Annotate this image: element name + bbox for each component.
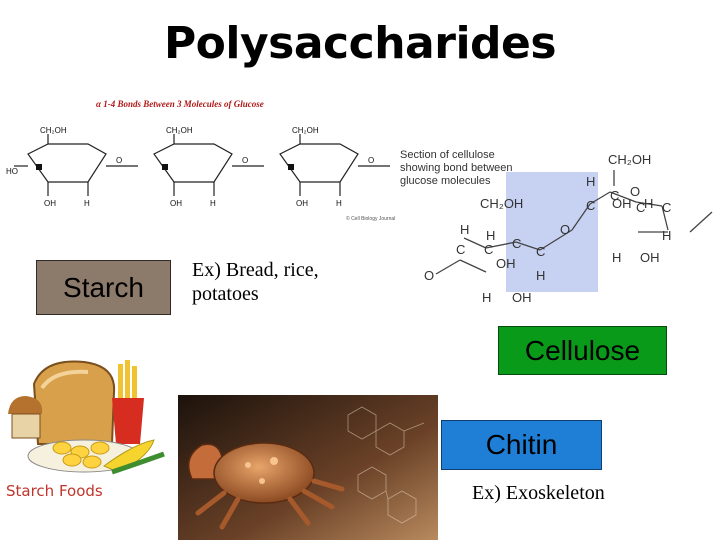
ring2-oh: OH xyxy=(170,199,182,208)
glucose-ring-2 xyxy=(153,134,264,196)
glucose-ring-3 xyxy=(279,134,390,196)
svg-text:C: C xyxy=(536,244,545,259)
svg-text:H: H xyxy=(662,228,671,243)
glucose-chain-diagram: CH₂OH CH₂OH CH₂OH O O O HO OH OH OH H H … xyxy=(6,126,395,222)
cell-o-1: O xyxy=(424,268,434,283)
ring3-oh: OH xyxy=(296,199,308,208)
ring1-h: H xyxy=(84,199,90,208)
cellulose-caption-2: showing bond between xyxy=(400,162,513,174)
svg-text:H: H xyxy=(482,290,491,305)
svg-text:H: H xyxy=(536,268,545,283)
ring1-ch2oh: CH₂OH xyxy=(40,126,67,135)
svg-text:C: C xyxy=(636,200,645,215)
cellulose-caption-3: glucose molecules xyxy=(400,175,491,187)
cellulose-structure-diagram: Section of cellulose showing bond betwee… xyxy=(400,149,713,305)
cellulose-caption-1: Section of cellulose xyxy=(400,149,495,161)
svg-text:C: C xyxy=(456,242,465,257)
svg-text:O: O xyxy=(560,222,570,237)
starch-foods-label: Starch Foods xyxy=(6,482,103,500)
svg-text:C: C xyxy=(610,188,619,203)
starch-example: Ex) Bread, rice, potatoes xyxy=(192,258,319,306)
glucose-diagram-caption: α 1-4 Bonds Between 3 Molecules of Gluco… xyxy=(96,99,264,109)
starch-example-line-2: potatoes xyxy=(192,283,259,305)
svg-text:C: C xyxy=(512,236,521,251)
end-o: O xyxy=(368,156,374,165)
bridge-o-2: O xyxy=(242,156,248,165)
ring3-h: H xyxy=(336,199,342,208)
muffin-icon xyxy=(8,396,43,439)
svg-text:C: C xyxy=(586,198,595,213)
ring2-h: H xyxy=(210,199,216,208)
bread-loaf-icon xyxy=(32,360,116,445)
starch-example-line-1: Ex) Bread, rice, xyxy=(192,259,319,281)
svg-text:C: C xyxy=(662,200,671,215)
fries-icon xyxy=(112,360,144,444)
svg-text:OH: OH xyxy=(512,290,532,305)
starch-label-box: Starch xyxy=(36,260,171,315)
cellulose-bond-highlight xyxy=(506,172,598,292)
crab-photo xyxy=(178,395,438,540)
cellulose-ch2oh-top: CH₂OH xyxy=(608,152,651,167)
svg-text:C: C xyxy=(484,242,493,257)
glucose-ring-1 xyxy=(14,134,138,196)
molecule-sketch-overlay xyxy=(347,406,425,524)
crab-body xyxy=(187,442,345,530)
svg-text:H: H xyxy=(486,228,495,243)
svg-text:H: H xyxy=(460,222,469,237)
chitin-example: Ex) Exoskeleton xyxy=(472,482,605,504)
svg-text:O: O xyxy=(630,184,640,199)
svg-text:H: H xyxy=(644,196,653,211)
cellulose-ch2oh-mid: CH₂OH xyxy=(480,196,523,211)
slide-title: Polysaccharides xyxy=(163,18,557,69)
starch-foods-illustration xyxy=(4,348,176,504)
svg-text:H: H xyxy=(586,174,595,189)
svg-text:OH: OH xyxy=(496,256,516,271)
corn-icon xyxy=(102,439,165,475)
svg-text:OH: OH xyxy=(640,250,660,265)
start-ho: HO xyxy=(6,167,18,176)
cellulose-label-box: Cellulose xyxy=(498,326,667,375)
ring2-ch2oh: CH₂OH xyxy=(166,126,193,135)
glucose-copyright: © Cell Biology Journal xyxy=(346,215,395,222)
ring1-oh: OH xyxy=(44,199,56,208)
svg-text:OH: OH xyxy=(612,196,632,211)
chitin-label-box: Chitin xyxy=(441,420,602,470)
bridge-o-1: O xyxy=(116,156,122,165)
ring3-ch2oh: CH₂OH xyxy=(292,126,319,135)
svg-text:H: H xyxy=(612,250,621,265)
